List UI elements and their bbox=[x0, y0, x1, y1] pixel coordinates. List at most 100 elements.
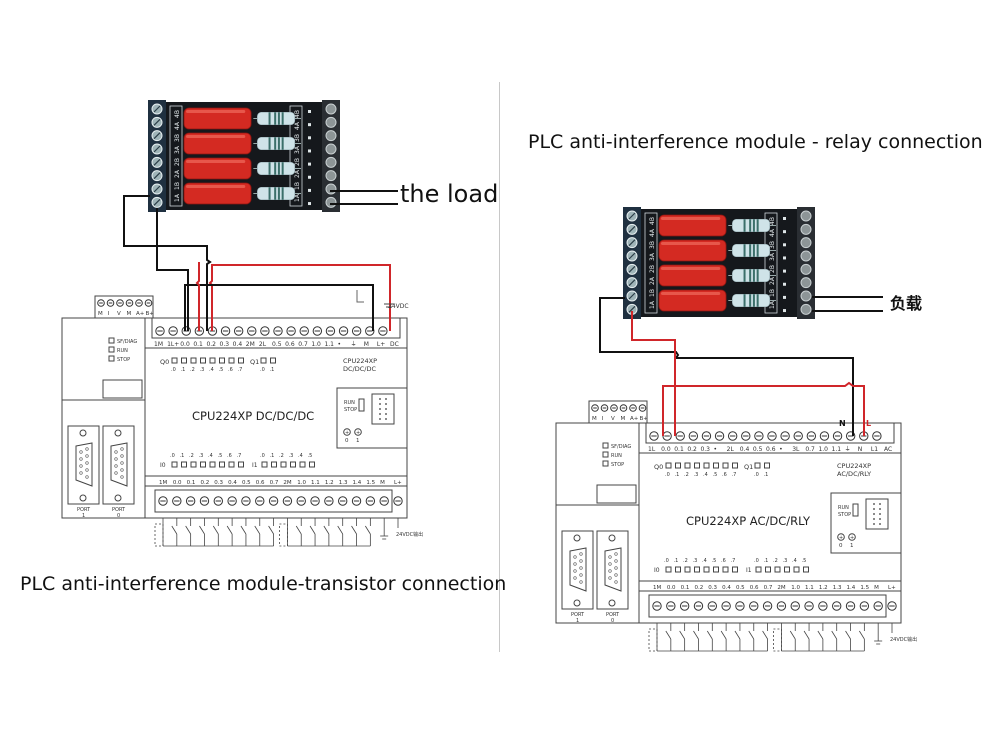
switch-contact bbox=[803, 630, 810, 640]
channel-label: 2A bbox=[649, 276, 656, 285]
module-screw bbox=[800, 277, 812, 289]
i1-bit-label: .4 bbox=[298, 453, 303, 459]
status-led-box bbox=[602, 460, 609, 467]
input-terminal-label: 1.0 bbox=[791, 585, 800, 591]
pot-cross: + bbox=[345, 430, 349, 436]
input-terminal-screw bbox=[693, 601, 704, 611]
db9-pin bbox=[85, 468, 89, 472]
left-cover bbox=[61, 317, 146, 519]
comm-terminal-label: M bbox=[592, 416, 597, 422]
i0-bit-label: .1 bbox=[674, 558, 679, 564]
input-terminal-screw bbox=[873, 601, 883, 611]
output-terminal-label: 0.0 bbox=[180, 341, 190, 348]
i0-bit-label: .7 bbox=[731, 558, 736, 564]
module-screw-slot bbox=[628, 279, 636, 287]
i0-led bbox=[665, 566, 672, 573]
output-terminal-label: 3L bbox=[792, 446, 800, 453]
q0-bit-label: .6 bbox=[722, 472, 727, 478]
comm-terminal-label: A+ bbox=[136, 311, 145, 317]
plc-model-label: CPU224XP AC/DC/RLY bbox=[686, 514, 811, 528]
plc-model-label: CPU224XP DC/DC/DC bbox=[192, 409, 314, 423]
channel-label: 3B bbox=[769, 241, 776, 249]
switch-contact bbox=[762, 630, 768, 640]
switch-contact bbox=[679, 630, 685, 640]
port-screw bbox=[608, 534, 616, 542]
i1-led bbox=[774, 566, 781, 573]
comm-terminal-screw bbox=[125, 299, 134, 307]
output-terminal-label: 0.7 bbox=[298, 341, 308, 348]
resistor-band bbox=[743, 244, 746, 257]
output-terminal-label: DC bbox=[390, 341, 399, 348]
i0-bit-label: .6 bbox=[721, 558, 726, 564]
i0-led bbox=[675, 566, 681, 573]
module-screw bbox=[800, 290, 812, 302]
switch-contact bbox=[789, 630, 796, 640]
output-terminal-screw bbox=[286, 326, 296, 336]
module-screw-slot bbox=[628, 305, 636, 313]
port-screw bbox=[114, 494, 122, 502]
module-screw-slot bbox=[153, 145, 161, 153]
i1-bit-label: .3 bbox=[289, 453, 294, 459]
expansion-pin bbox=[379, 413, 381, 415]
channel-label: 2B bbox=[649, 265, 656, 273]
db9-pin bbox=[614, 559, 618, 563]
input-terminal-screw bbox=[172, 496, 182, 506]
input-terminal-label: 0.2 bbox=[200, 480, 209, 486]
switch-contact bbox=[706, 630, 713, 640]
q0-led bbox=[694, 462, 700, 469]
channel-label: 3A bbox=[294, 145, 301, 154]
comm-terminal-screw bbox=[135, 299, 143, 307]
comm-terminal-label: V bbox=[117, 311, 121, 317]
q1-bit-label: .1 bbox=[270, 367, 275, 373]
output-terminal-label: 0.1 bbox=[193, 341, 203, 348]
input-terminal-label: 0.5 bbox=[242, 480, 251, 486]
channel-label: 4A bbox=[294, 121, 301, 130]
expansion-pin bbox=[873, 518, 875, 520]
pot-label: 1 bbox=[850, 543, 854, 549]
resistor-band bbox=[749, 219, 752, 232]
i1-led bbox=[793, 566, 800, 573]
output-terminal-label: 0.3 bbox=[700, 446, 710, 453]
resistor-band bbox=[281, 187, 284, 200]
resistor-band bbox=[756, 294, 759, 307]
model-small-label: CPU224XP bbox=[837, 462, 871, 470]
i0-led bbox=[181, 461, 187, 468]
q1-led bbox=[260, 357, 267, 364]
i1-led bbox=[290, 461, 296, 468]
expansion-pin bbox=[873, 523, 875, 525]
output-terminal-cover bbox=[151, 317, 401, 339]
output-terminal-screw bbox=[312, 326, 323, 336]
output-terminal-screw bbox=[649, 431, 659, 441]
db9-connector bbox=[110, 442, 128, 487]
output-terminal-label: 0.0 bbox=[661, 446, 671, 453]
db9-pin bbox=[114, 450, 118, 454]
comm-terminal-screw bbox=[638, 404, 647, 412]
output-terminal-screw bbox=[247, 326, 257, 336]
i1-led bbox=[280, 461, 287, 468]
switch-contact bbox=[665, 630, 672, 640]
output-terminal-screw bbox=[727, 431, 738, 441]
module-screw bbox=[325, 103, 337, 115]
line-label: L bbox=[866, 419, 871, 428]
input-terminal-screw bbox=[845, 601, 856, 611]
input-terminal-label: 1.1 bbox=[311, 480, 320, 486]
i0-led bbox=[238, 461, 244, 468]
output-terminal-label: 0.2 bbox=[687, 446, 697, 453]
i1-led bbox=[765, 566, 771, 573]
output-terminal-screw bbox=[233, 326, 244, 336]
input-terminal-screw bbox=[790, 601, 800, 611]
i1-led bbox=[784, 566, 790, 573]
output-terminal-screw bbox=[155, 326, 165, 336]
output-terminal-screw bbox=[181, 326, 191, 336]
capacitor bbox=[658, 239, 727, 262]
port-screw bbox=[573, 534, 581, 542]
channel-label: 2A bbox=[174, 169, 181, 178]
expansion-pin bbox=[385, 398, 387, 400]
module-screw-slot bbox=[628, 292, 636, 300]
switch-contact bbox=[171, 525, 178, 535]
db9-pin bbox=[85, 461, 89, 465]
resistor-band bbox=[743, 269, 746, 282]
comm-terminal-label: I bbox=[602, 416, 604, 422]
q0-bit-label: .4 bbox=[703, 472, 708, 478]
